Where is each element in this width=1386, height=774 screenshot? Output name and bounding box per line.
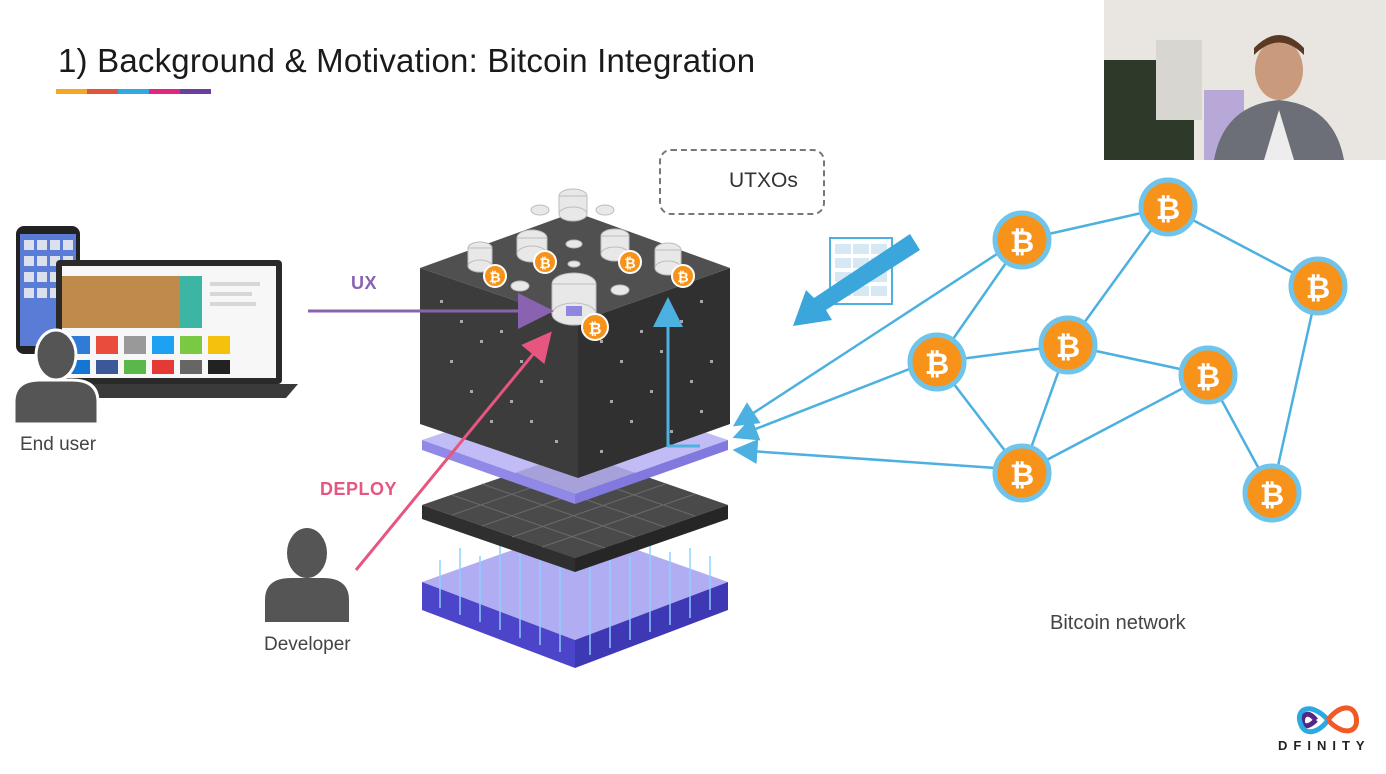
bitcoin-icon: ₿ (1242, 463, 1302, 523)
bitcoin-network-links (935, 205, 1320, 494)
svg-text:₿: ₿ (539, 255, 550, 271)
svg-text:₿: ₿ (1306, 272, 1330, 305)
person-icon (12, 328, 100, 426)
presenter-webcam (1104, 0, 1386, 160)
svg-text:₿: ₿ (1056, 331, 1080, 364)
svg-text:₿: ₿ (1010, 226, 1034, 259)
bitcoin-icon: ₿ (1138, 177, 1198, 237)
bitcoin-icon: ₿ (992, 210, 1052, 270)
underline-segment-3 (118, 89, 149, 94)
webcam-feed (1104, 0, 1386, 160)
underline-segment-1 (56, 89, 87, 94)
chip-layer (422, 452, 728, 572)
bitcoin-icon: ₿ (907, 332, 967, 392)
bitcoin-network-label: Bitcoin network (1050, 612, 1186, 634)
svg-text:₿: ₿ (1260, 479, 1284, 512)
ux-label: UX (351, 273, 378, 293)
svg-text:₿: ₿ (489, 269, 500, 285)
underline-segment-2 (87, 89, 118, 94)
deploy-label: DEPLOY (320, 479, 398, 499)
end-user-label: End user (20, 434, 97, 455)
svg-text:₿: ₿ (677, 269, 688, 285)
block-arrow (793, 234, 920, 326)
person-icon (265, 528, 349, 622)
deploy-arrow (354, 331, 552, 571)
underline-segment-5 (180, 89, 211, 94)
utxos-label: UTXOs (729, 169, 798, 192)
bitcoin-icon: ₿ (1288, 256, 1348, 316)
bitcoin-icon: ₿ (671, 264, 695, 288)
svg-text:₿: ₿ (1196, 361, 1220, 394)
bitcoin-network-nodes: ₿ ₿ ₿ ₿ ₿ ₿ ₿ (907, 177, 1348, 523)
bitcoin-icon: ₿ (1178, 345, 1238, 405)
subnet-cube (420, 212, 730, 478)
developer-label: Developer (264, 634, 351, 655)
title-underline (56, 89, 211, 94)
bitcoin-icon: ₿ (992, 443, 1052, 503)
svg-text:₿: ₿ (588, 320, 601, 338)
cube-bitcoin-badges: ₿ ₿ ₿ ₿ ₿ (483, 250, 695, 341)
svg-text:₿: ₿ (925, 348, 949, 381)
bitcoin-icon: ₿ (618, 250, 642, 274)
canisters (467, 188, 682, 326)
svg-text:₿: ₿ (1010, 459, 1034, 492)
dfinity-wordmark: DFINITY (1278, 738, 1371, 753)
infinity-logo-icon (1296, 705, 1360, 735)
bitcoin-icon: ₿ (483, 264, 507, 288)
bitcoin-icon: ₿ (581, 313, 609, 341)
bitcoin-icon: ₿ (533, 250, 557, 274)
network-to-adapter-arrows (732, 250, 1001, 470)
laptop-icon (40, 260, 298, 398)
utxo-callout (659, 149, 825, 215)
bitcoin-icon: ₿ (1038, 315, 1098, 375)
svg-text:₿: ₿ (624, 255, 635, 271)
svg-text:₿: ₿ (1156, 193, 1180, 226)
glow-layer (422, 528, 728, 668)
underline-segment-4 (149, 89, 180, 94)
adapter-to-canister-arrow (653, 297, 700, 448)
slide-title: 1) Background & Motivation: Bitcoin Inte… (58, 42, 756, 79)
